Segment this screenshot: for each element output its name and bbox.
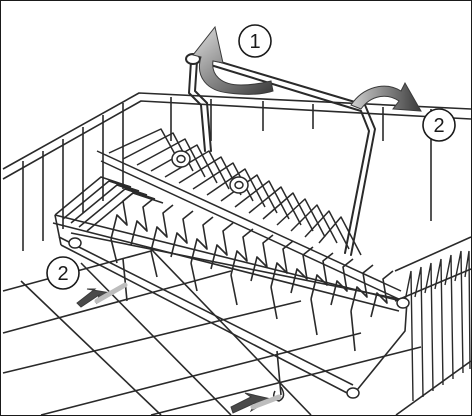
step-2-left-marker: 2 (46, 256, 80, 290)
straight-arrow-icon (230, 392, 282, 414)
rack-handle (185, 53, 376, 256)
rack-left-end-tines (54, 176, 164, 232)
curved-arrow-icon (192, 25, 274, 95)
basket-tines-right (404, 250, 471, 402)
step-1-marker: 1 (238, 24, 272, 58)
step-1-label: 1 (249, 31, 260, 53)
step-2-left-label: 2 (57, 263, 68, 285)
rack-hooks (68, 237, 410, 402)
step-2-right-marker: 2 (422, 108, 456, 142)
pivot-clips (171, 150, 249, 194)
rack-front-tines (110, 192, 394, 352)
step-2-right-label: 2 (433, 115, 444, 137)
circled-number-icon (46, 256, 80, 290)
circled-number-icon (238, 24, 272, 58)
rack-back-row (96, 128, 404, 302)
circled-number-icon (422, 108, 456, 142)
curved-arrow-icon (350, 81, 422, 112)
straight-arrow-icon (76, 282, 128, 308)
